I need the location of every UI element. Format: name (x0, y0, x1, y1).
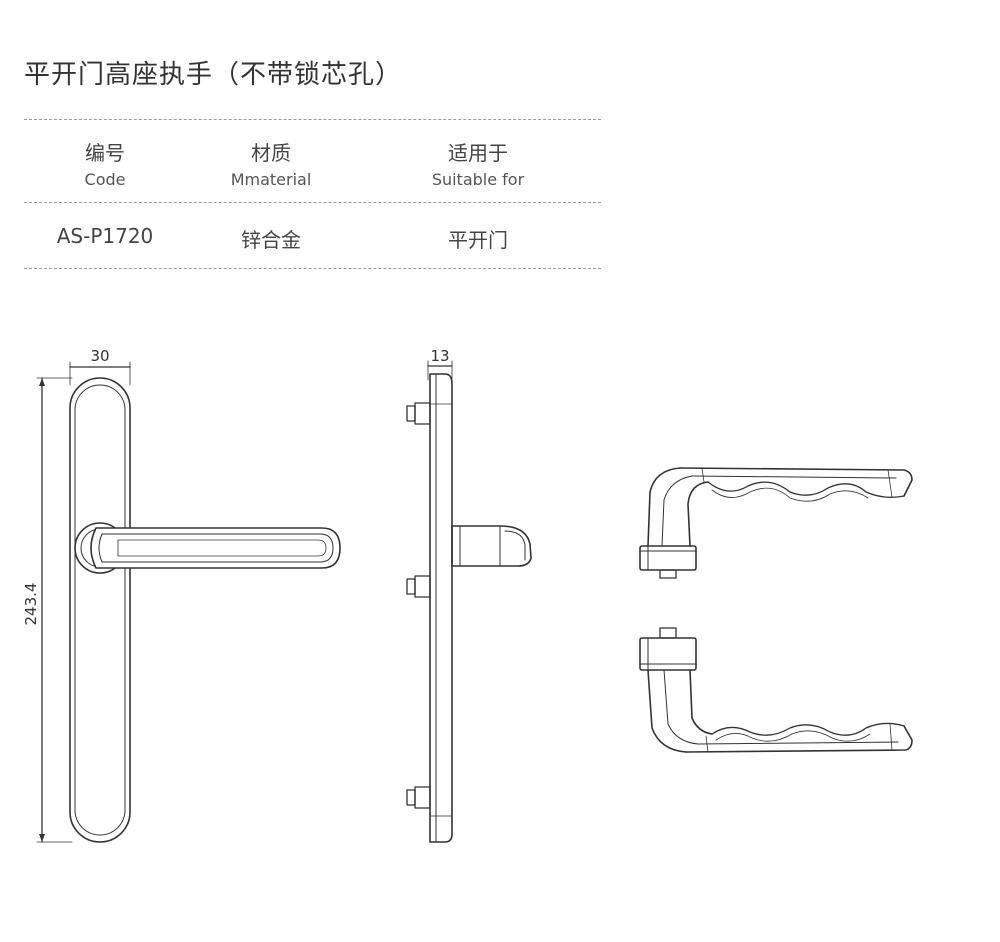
side-screw-post-3 (406, 789, 416, 806)
side-width-label: 13 (430, 347, 449, 365)
lower-rosette (639, 637, 697, 671)
side-plate-outline (429, 373, 453, 843)
upper-spindle (659, 569, 677, 579)
header-suitable-en: Suitable for (431, 170, 525, 189)
perspective-handle-upper (639, 467, 913, 579)
value-material: 锌合金 (241, 228, 301, 252)
front-lever-outline (90, 527, 341, 569)
lower-spindle (659, 627, 677, 639)
header-suitable: 适用于 Suitable for (418, 137, 538, 189)
front-view (36, 361, 341, 843)
table-rule-top (24, 119, 601, 120)
side-screw-post-2 (406, 578, 416, 595)
front-height-label: 243.4 (22, 583, 40, 626)
lower-lever-bottom (685, 725, 913, 753)
front-lever-inner (98, 533, 334, 563)
value-suitable: 平开门 (448, 228, 508, 252)
side-screw-post-1 (406, 405, 416, 422)
header-material: 材质 Mmaterial (211, 137, 331, 189)
perspective-handle-lower (639, 627, 913, 753)
table-rule-middle (24, 202, 601, 203)
side-view (406, 360, 532, 843)
front-plate-outline (69, 377, 131, 843)
front-plate-inner (74, 384, 126, 836)
front-lever-groove (117, 539, 327, 557)
header-code-cn: 编号 (85, 141, 125, 165)
table-rule-bottom (24, 268, 601, 269)
side-handle-stub (451, 525, 532, 567)
header-suitable-cn: 适用于 (448, 141, 508, 165)
header-code-en: Code (84, 170, 126, 189)
front-width-label: 30 (90, 347, 109, 365)
upper-lever-wave (707, 481, 905, 498)
header-material-cn: 材质 (251, 141, 291, 165)
page-title: 平开门高座执手（不带锁芯孔） (24, 60, 403, 90)
header-code: 编号 Code (55, 137, 155, 189)
lower-lever-wave (711, 722, 905, 736)
header-material-en: Mmaterial (230, 170, 312, 189)
value-code: AS-P1720 (56, 224, 154, 248)
upper-lever-top (679, 467, 913, 497)
